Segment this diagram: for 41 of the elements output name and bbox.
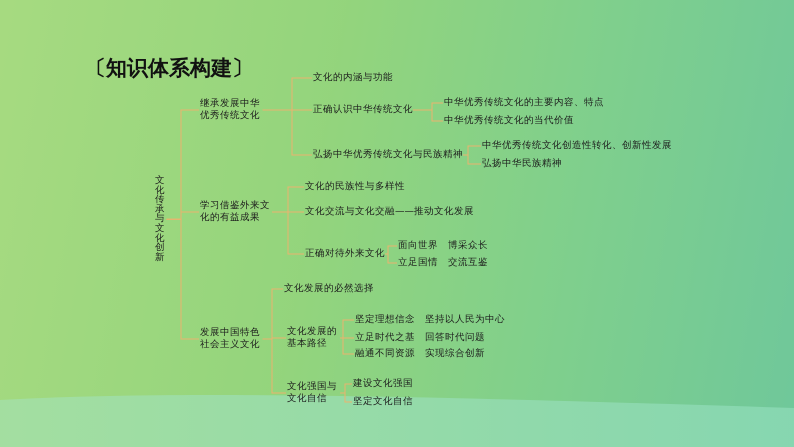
subtopic: 坚持以人民为中心	[425, 314, 505, 326]
connector-line	[262, 110, 312, 156]
connector-line	[340, 320, 354, 338]
subtopic: 文化强国与文化自信	[287, 381, 340, 405]
subtopic: 文化交流与文化交融——推动文化发展	[305, 206, 474, 218]
subtopic: 立足国情	[398, 257, 438, 269]
connector-line	[262, 338, 286, 394]
slide-title: 〔知识体系构建〕	[85, 55, 253, 81]
subtopic: 坚定文化自信	[353, 396, 413, 408]
subtopic: 交流互鉴	[448, 257, 488, 269]
subtopic: 弘扬中华民族精神	[482, 158, 562, 170]
connector-line	[384, 246, 398, 254]
subtopic: 融通不同资源	[355, 348, 415, 360]
branch-topic: 学习借鉴外来文化的有益成果	[200, 200, 272, 224]
connector-line	[340, 338, 354, 354]
subtopic: 中华优秀传统文化创造性转化、创新性发展	[482, 140, 672, 152]
subtopic: 中华优秀传统文化的当代价值	[444, 115, 574, 127]
subtopic: 实现综合创新	[425, 348, 485, 360]
root-topic: 文化传承与文化创新	[155, 176, 166, 262]
subtopic: 文化发展的必然选择	[284, 283, 374, 295]
connector-line	[412, 110, 444, 122]
subtopic: 文化的民族性与多样性	[305, 181, 405, 193]
branch-topic: 继承发展中华优秀传统文化	[200, 98, 263, 122]
subtopic: 建设文化强国	[353, 378, 413, 390]
connector-line	[384, 254, 398, 264]
subtopic: 博采众长	[448, 240, 488, 252]
subtopic: 文化发展的基本路径	[287, 326, 340, 350]
subtopic: 立足时代之基	[355, 332, 415, 344]
subtopic: 面向世界	[398, 240, 438, 252]
connector-line	[166, 218, 200, 340]
branch-topic: 发展中国特色社会主义文化	[200, 327, 263, 351]
subtopic: 回答时代问题	[425, 332, 485, 344]
subtopic: 文化的内涵与功能	[313, 72, 393, 84]
subtopic: 坚定理想信念	[355, 314, 415, 326]
connector-line	[272, 212, 304, 254]
connector-line	[462, 154, 482, 164]
subtopic: 正确认识中华传统文化	[313, 104, 413, 116]
connector-line	[340, 392, 352, 402]
subtopic: 中华优秀传统文化的主要内容、特点	[444, 97, 604, 109]
subtopic: 弘扬中华优秀传统文化与民族精神	[313, 149, 463, 161]
subtopic: 正确对待外来文化	[305, 248, 385, 260]
